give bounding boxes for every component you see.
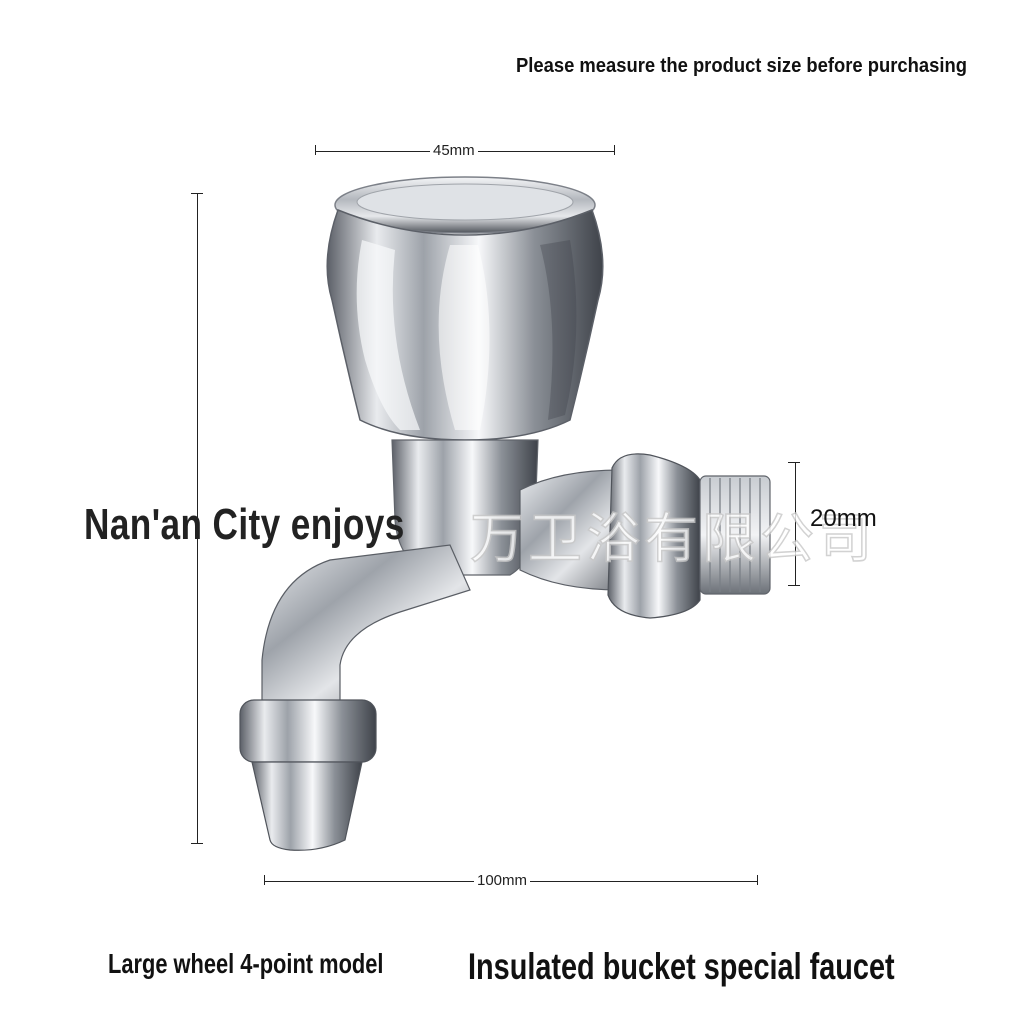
product-caption: Insulated bucket special faucet <box>468 946 895 987</box>
dim-thread-diameter: 20mm <box>810 505 877 532</box>
dim-total-length: 100mm <box>474 872 531 889</box>
purchase-notice: Please measure the product size before p… <box>516 55 967 77</box>
dim-handle-width: 45mm <box>430 142 478 159</box>
overlay-caption: Nan'an City enjoys <box>84 500 405 549</box>
spout-collar <box>239 699 377 763</box>
watermark-text: 万卫浴有限公司 <box>469 508 876 570</box>
spout <box>261 544 471 706</box>
hex-nut <box>607 453 701 619</box>
threaded-inlet <box>699 475 771 595</box>
model-caption: Large wheel 4-point model <box>108 948 384 979</box>
spout-tip <box>251 761 363 851</box>
